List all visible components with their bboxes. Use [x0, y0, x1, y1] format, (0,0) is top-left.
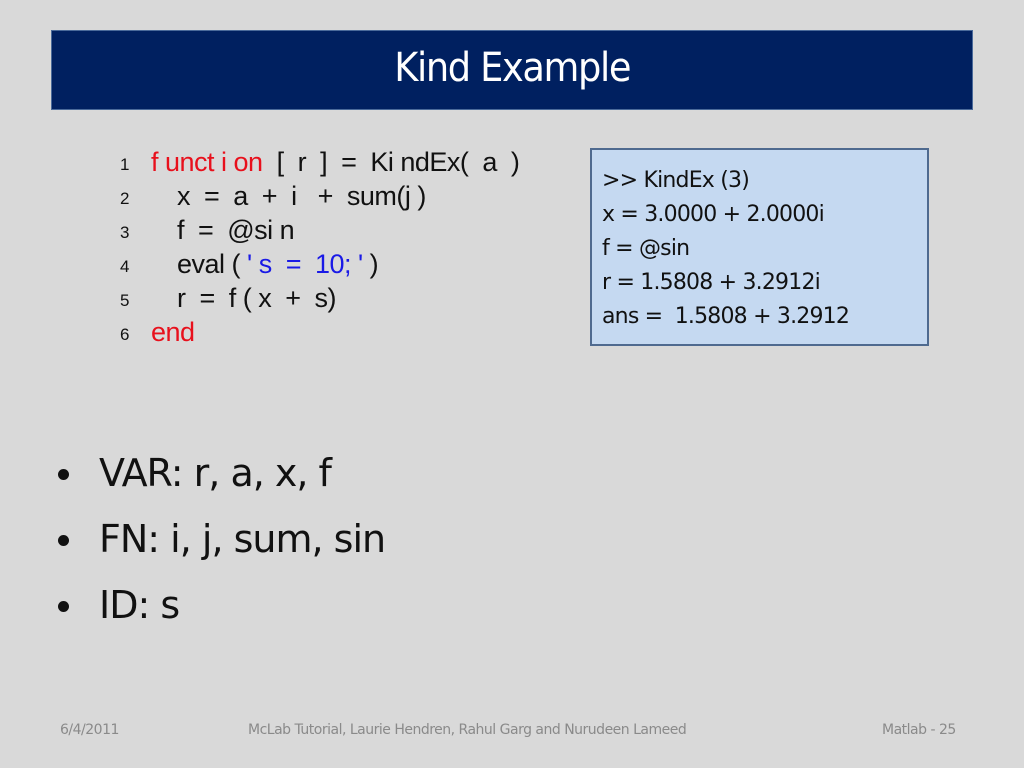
- footer-page-number: Matlab - 25: [882, 722, 956, 738]
- bullet-text: ID: s: [99, 583, 180, 627]
- keyword-end: end: [151, 317, 195, 347]
- line-number: 5: [120, 291, 129, 310]
- output-line: f = @sin: [602, 236, 690, 261]
- code-line-1: 1 f unct i on [ r ] = Ki ndEx( a ): [120, 145, 580, 179]
- code-segment: r = f ( x + s): [177, 283, 337, 313]
- code-segment: f = @si n: [177, 215, 295, 245]
- bullet-icon: [58, 600, 69, 612]
- code-text: eval ( ' s = 10; ' ): [177, 247, 379, 281]
- code-segment: x = a + i + sum(j ): [177, 181, 426, 211]
- bullet-item-var: VAR: r, a, x, f: [58, 440, 385, 506]
- code-line-5: 5 r = f ( x + s): [120, 281, 580, 315]
- output-line: r = 1.5808 + 3.2912i: [602, 270, 821, 295]
- code-segment: ): [362, 249, 379, 279]
- line-number: 6: [120, 325, 129, 344]
- code-text: x = a + i + sum(j ): [177, 179, 426, 213]
- keyword-function: f unct i on: [151, 147, 263, 177]
- line-number: 4: [120, 257, 129, 276]
- line-number: 2: [120, 189, 129, 208]
- output-line: >> KindEx (3): [602, 168, 750, 193]
- code-line-3: 3 f = @si n: [120, 213, 580, 247]
- line-number: 1: [120, 155, 129, 174]
- bullet-item-fn: FN: i, j, sum, sin: [58, 506, 386, 572]
- string-literal: ' s = 10; ': [247, 249, 363, 279]
- code-text: f = @si n: [177, 213, 295, 247]
- footer-date: 6/4/2011: [60, 722, 119, 738]
- code-text: r = f ( x + s): [177, 281, 337, 315]
- output-line: ans = 1.5808 + 3.2912: [602, 304, 850, 329]
- code-segment: eval (: [177, 249, 248, 279]
- code-segment: [ r ] = Ki ndEx( a ): [262, 147, 520, 177]
- code-line-6: 6 end: [120, 315, 580, 349]
- output-line: x = 3.0000 + 2.0000i: [602, 202, 825, 227]
- code-text: end: [151, 315, 195, 349]
- bullet-list: VAR: r, a, x, f FN: i, j, sum, sin ID: s: [58, 440, 386, 638]
- console-output-box: >> KindEx (3) x = 3.0000 + 2.0000i f = @…: [590, 148, 929, 346]
- bullet-icon: [58, 468, 69, 480]
- bullet-item-id: ID: s: [58, 572, 385, 638]
- code-line-4: 4 eval ( ' s = 10; ' ): [120, 247, 580, 281]
- title-bar: Kind Example: [51, 30, 973, 110]
- code-listing: 1 f unct i on [ r ] = Ki ndEx( a ) 2 x =…: [120, 145, 580, 349]
- line-number: 3: [120, 223, 129, 242]
- slide-title: Kind Example: [394, 45, 631, 91]
- bullet-text: VAR: r, a, x, f: [99, 451, 332, 495]
- bullet-text: FN: i, j, sum, sin: [99, 517, 386, 561]
- code-line-2: 2 x = a + i + sum(j ): [120, 179, 580, 213]
- footer-authors: McLab Tutorial, Laurie Hendren, Rahul Ga…: [248, 722, 687, 738]
- bullet-icon: [58, 534, 69, 546]
- code-text: f unct i on [ r ] = Ki ndEx( a ): [151, 145, 520, 179]
